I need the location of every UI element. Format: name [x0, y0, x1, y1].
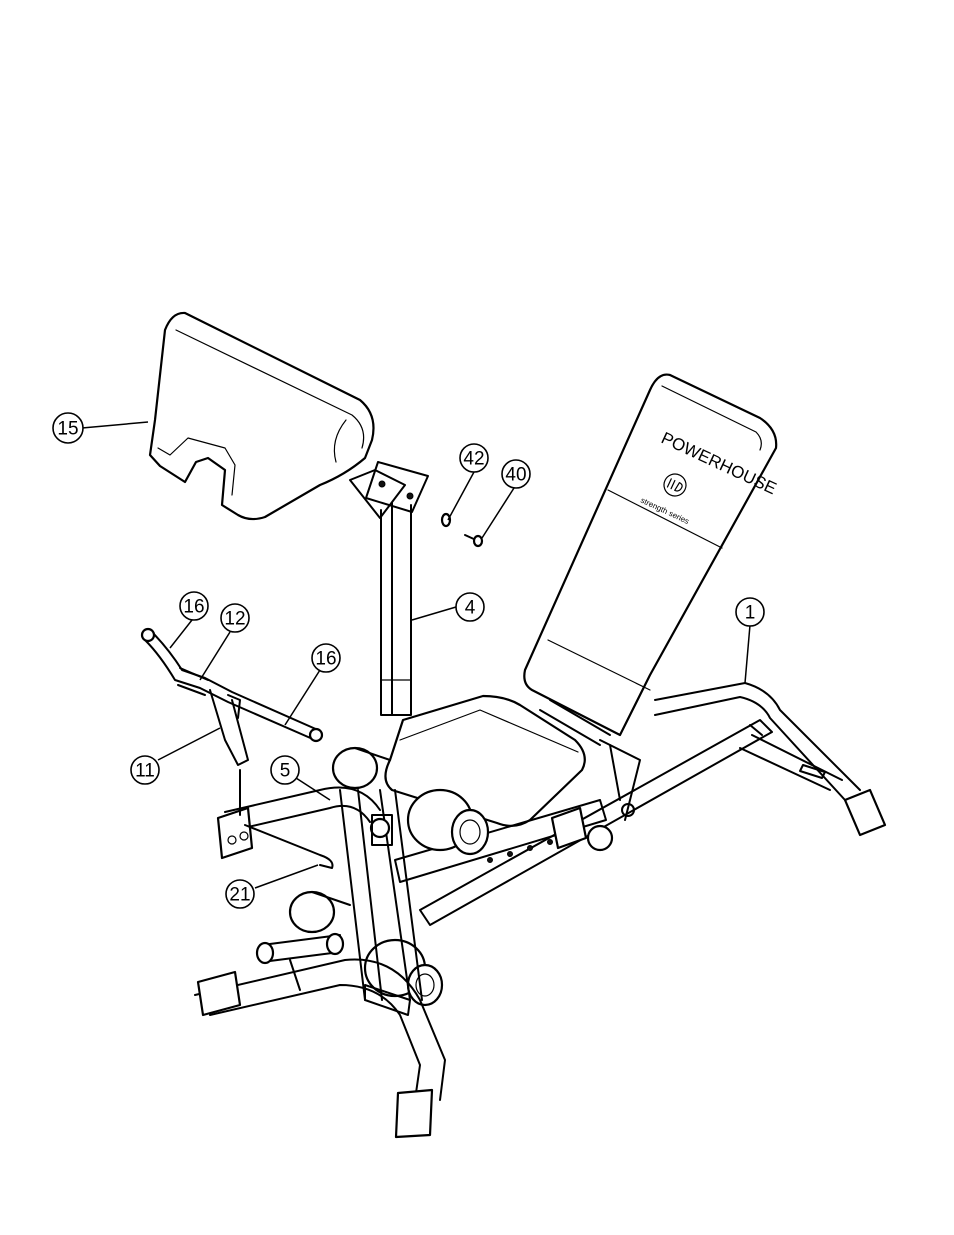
callout-42-label: 42: [463, 449, 484, 470]
callout-15-label: 15: [57, 419, 78, 440]
seat-back-pad: POWERHOUSE strength series: [524, 375, 779, 735]
callout-1: 1: [736, 598, 764, 626]
callout-40-label: 40: [505, 465, 526, 486]
callout-12-label: 12: [224, 609, 245, 630]
callout-11-label: 11: [135, 761, 155, 782]
callout-16-right-label: 16: [315, 649, 336, 670]
callout-11: 11: [131, 756, 159, 784]
curl-bar: [142, 629, 322, 741]
hook-21: [245, 825, 333, 868]
callout-4: 4: [456, 593, 484, 621]
callout-1-label: 1: [745, 603, 756, 624]
callout-5-label: 5: [280, 761, 291, 782]
callout-15: 15: [53, 413, 83, 443]
callout-16-right: 16: [312, 644, 340, 672]
callout-42: 42: [460, 444, 488, 472]
preacher-post: [381, 503, 411, 715]
callout-12: 12: [221, 604, 249, 632]
preacher-curl-pad: [150, 313, 374, 519]
pad-mounting-bracket: [350, 462, 428, 518]
callout-21-label: 21: [229, 885, 250, 906]
callout-16-left-label: 16: [183, 597, 204, 618]
callout-40: 40: [502, 460, 530, 488]
callout-21: 21: [226, 880, 254, 908]
callout-16-left: 16: [180, 592, 208, 620]
callout-5: 5: [271, 756, 299, 784]
small-roller-attachment: [257, 934, 343, 990]
callout-4-label: 4: [465, 598, 476, 619]
curl-arm: [218, 788, 392, 859]
